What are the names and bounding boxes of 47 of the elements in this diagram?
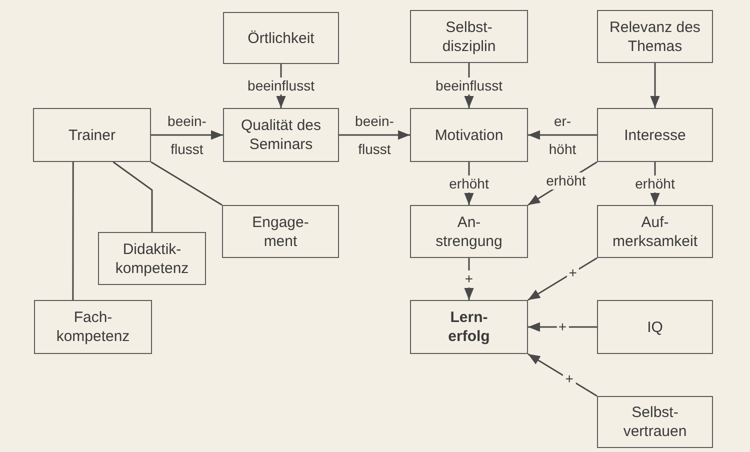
edge-label: erhöht — [544, 172, 588, 190]
node-label: Selbst- vertrauen — [623, 403, 687, 441]
arrow — [528, 257, 598, 301]
node-label: Interesse — [624, 126, 686, 144]
process-box — [597, 396, 713, 448]
node-label: Fach- kompetenz — [56, 308, 130, 346]
process-box — [597, 300, 713, 354]
node-label: IQ — [647, 318, 663, 336]
arrow — [528, 353, 598, 397]
node-label: Qualität des Seminars — [240, 116, 322, 154]
process-box — [223, 12, 339, 64]
process-box — [597, 205, 713, 258]
node-label: Lern- erfolg — [448, 308, 490, 346]
process-box — [410, 300, 528, 354]
connector-line — [72, 162, 74, 300]
arrow — [151, 130, 223, 140]
connector-line — [150, 161, 222, 206]
arrow — [650, 63, 660, 108]
connector-line — [112, 161, 153, 232]
node-label: Selbst- disziplin — [442, 18, 496, 56]
node-label: Engage- ment — [252, 212, 309, 250]
process-box — [410, 10, 528, 63]
edge-label: + — [462, 270, 476, 288]
node-label: Motivation — [434, 126, 504, 144]
process-box — [410, 108, 528, 162]
node-label: Trainer — [68, 126, 116, 144]
process-box — [34, 300, 152, 354]
edge-label: beein- flusst — [166, 112, 208, 159]
process-box — [597, 10, 713, 63]
edge-label: erhöht — [447, 175, 491, 192]
edge-label: beeinflusst — [246, 78, 316, 94]
process-box — [222, 205, 339, 258]
process-box — [33, 108, 151, 162]
node-label: Auf- merksamkeit — [612, 212, 698, 250]
edge-label: beein- flusst — [354, 112, 395, 159]
node-label: Örtlichkeit — [248, 28, 314, 48]
process-box — [98, 232, 206, 285]
process-box — [410, 205, 528, 258]
edge-label: erhöht — [633, 175, 677, 192]
node-label: An- strengung — [436, 212, 502, 250]
process-box — [597, 108, 713, 162]
node-label: Didaktik- kompetenz — [115, 240, 189, 278]
edge-label: beeinflusst — [434, 77, 504, 94]
arrow — [528, 130, 597, 140]
arrow — [339, 130, 410, 140]
node-label: Relevanz des Themas — [608, 18, 702, 56]
process-box — [223, 108, 339, 162]
